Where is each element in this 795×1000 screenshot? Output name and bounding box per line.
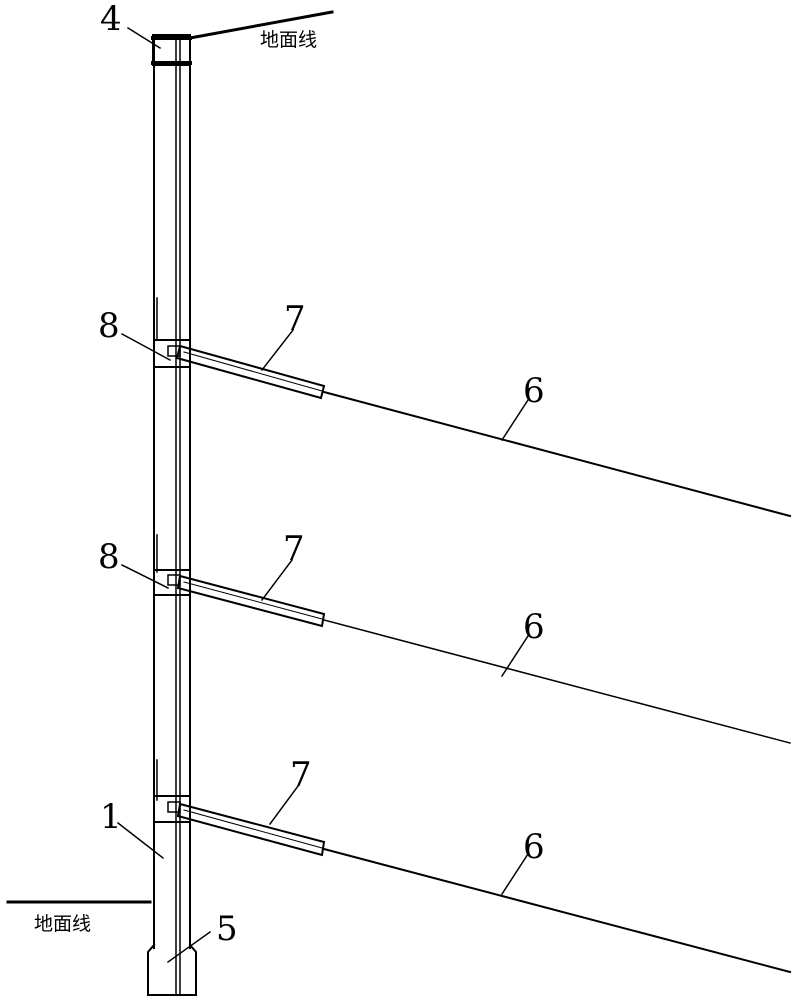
ground-line-bottom-label: 地面线	[34, 913, 91, 935]
label-anchor-head-2: 8	[98, 537, 120, 577]
ground-line-top: 地面线	[190, 12, 332, 51]
anchor-sleeve-1	[177, 346, 324, 398]
label-tendon-3: 6	[523, 827, 545, 867]
anchor-level-2	[154, 570, 790, 743]
label-cap-beam: 4	[100, 0, 122, 39]
pile-foot	[148, 945, 196, 995]
label-pile-foot: 5	[216, 909, 238, 949]
label-sleeve-2: 7	[283, 529, 305, 569]
anchor-tendon-1	[324, 392, 790, 516]
anchor-tendon-3	[324, 849, 790, 972]
anchor-level-1	[154, 340, 790, 516]
label-tendon-1: 6	[523, 371, 545, 411]
label-sleeve-1: 7	[284, 299, 306, 339]
ground-line-top-label: 地面线	[260, 29, 317, 51]
label-anchor-head-1: 8	[98, 306, 120, 346]
anchor-level-3	[154, 796, 790, 972]
anchor-tendon-2	[324, 620, 790, 743]
ground-line-bottom: 地面线	[8, 902, 150, 935]
anchor-sleeve-3	[178, 804, 324, 855]
label-tendon-2: 6	[523, 607, 545, 647]
label-pile: 1	[100, 797, 122, 837]
anchor-sleeve-2	[178, 576, 324, 626]
label-sleeve-3: 7	[290, 755, 312, 795]
